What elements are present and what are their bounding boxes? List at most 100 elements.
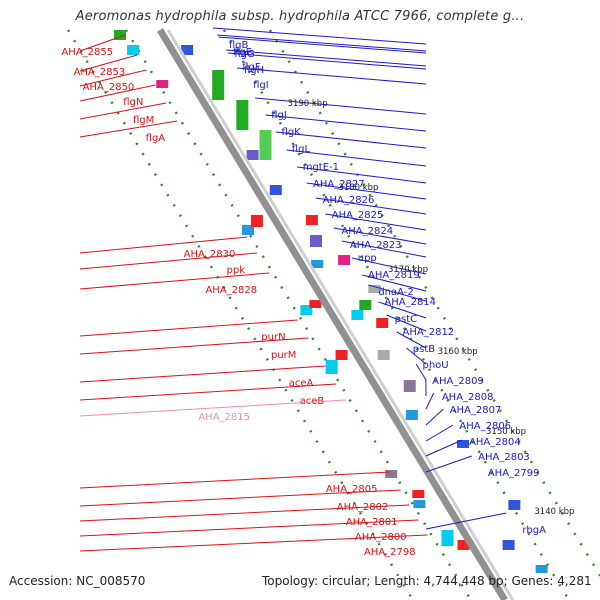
- feature-block-20[interactable]: [457, 440, 470, 448]
- gene-label-aceb[interactable]: aceB: [300, 396, 325, 407]
- feature-block-25[interactable]: [385, 470, 398, 478]
- feature-block-34[interactable]: [250, 215, 263, 227]
- forward-leader-0: [212, 27, 427, 45]
- feature-block-3[interactable]: [181, 45, 194, 55]
- gene-label-aha-2815[interactable]: AHA_2815: [198, 412, 250, 423]
- feature-block-13[interactable]: [368, 285, 381, 293]
- feature-block-32[interactable]: [535, 565, 548, 573]
- gene-label-aha-2828[interactable]: AHA_2828: [205, 285, 257, 296]
- feature-block-22[interactable]: [335, 350, 348, 360]
- gene-label-acea[interactable]: aceA: [289, 378, 314, 389]
- gene-label-aha-2803[interactable]: AHA_2803: [478, 452, 530, 463]
- feature-block-8[interactable]: [269, 185, 282, 195]
- feature-block-26[interactable]: [412, 490, 425, 498]
- gene-label-flgb[interactable]: flgB: [229, 40, 249, 51]
- forward-leader-28: [425, 439, 463, 457]
- feature-block-18[interactable]: [403, 380, 416, 392]
- gene-label-upp[interactable]: upp: [358, 253, 377, 264]
- feature-block-10[interactable]: [310, 235, 323, 247]
- feature-block-0[interactable]: [114, 30, 126, 40]
- gene-label-flgk[interactable]: flgK: [282, 127, 302, 138]
- ruler-mark-4: 3150 kbp: [486, 427, 526, 437]
- gene-label-aha-2806[interactable]: AHA_2806: [459, 421, 511, 432]
- gene-label-flgf[interactable]: flgF: [242, 62, 261, 73]
- gene-label-phou[interactable]: phoU: [422, 360, 448, 371]
- gene-label-aha-2850[interactable]: AHA_2850: [83, 82, 135, 93]
- gene-label-aha-2814[interactable]: AHA_2814: [384, 297, 436, 308]
- gene-label-purn[interactable]: purN: [261, 332, 285, 343]
- feature-block-31[interactable]: [502, 540, 515, 550]
- feature-block-17[interactable]: [377, 350, 390, 360]
- reverse-leader-5: [79, 120, 178, 138]
- reverse-leader-17: [79, 534, 428, 552]
- gene-label-flgm[interactable]: flgM: [133, 115, 154, 126]
- feature-block-2[interactable]: [156, 80, 169, 88]
- gene-label-flge[interactable]: flgE: [233, 47, 252, 58]
- gene-label-aha-2804[interactable]: AHA_2804: [469, 437, 521, 448]
- gene-label-aha-2827[interactable]: AHA_2827: [313, 179, 365, 190]
- gene-label-flgi[interactable]: flgI: [253, 80, 269, 91]
- feature-block-9[interactable]: [305, 215, 318, 225]
- gene-label-aha-2798[interactable]: AHA_2798: [364, 547, 416, 558]
- gene-label-aha-2819[interactable]: AHA_2819: [368, 270, 420, 281]
- forward-leader-9: [286, 149, 427, 167]
- feature-block-1[interactable]: [127, 45, 140, 55]
- ruler-mark-1: 3180 kbp: [338, 183, 378, 193]
- feature-block-7[interactable]: [246, 150, 259, 160]
- forward-leader-15: [341, 240, 427, 258]
- forward-leader-11: [306, 182, 427, 200]
- feature-block-30[interactable]: [508, 500, 521, 510]
- gene-label-pstb[interactable]: pstB: [413, 344, 435, 355]
- reverse-leader-2: [79, 69, 147, 87]
- gene-label-aha-2805[interactable]: AHA_2805: [326, 484, 378, 495]
- gene-label-aha-2853[interactable]: AHA_2853: [74, 67, 126, 78]
- faded-leader-0: [79, 399, 346, 417]
- forward-leader-1: [217, 34, 427, 52]
- feature-block-27[interactable]: [441, 530, 454, 546]
- forward-leader-7: [265, 114, 427, 132]
- gene-label-aha-2799[interactable]: AHA_2799: [488, 468, 540, 479]
- gene-label-aha-2824[interactable]: AHA_2824: [341, 226, 393, 237]
- reverse-leader-14: [79, 489, 401, 507]
- feature-block-24[interactable]: [309, 300, 322, 308]
- reverse-leader-15: [79, 504, 410, 522]
- gene-label-aha-2823[interactable]: AHA_2823: [350, 240, 402, 251]
- reverse-leader-9: [79, 319, 298, 337]
- feature-block-4[interactable]: [212, 70, 225, 100]
- feature-block-29[interactable]: [413, 500, 426, 508]
- feature-block-15[interactable]: [351, 310, 364, 320]
- reverse-leader-6: [79, 236, 248, 254]
- feature-block-12[interactable]: [311, 260, 324, 268]
- gene-label-rbga[interactable]: rbgA: [522, 525, 546, 536]
- gene-label-aha-2830[interactable]: AHA_2830: [184, 249, 236, 260]
- feature-block-28[interactable]: [457, 540, 470, 550]
- gene-label-flgl[interactable]: flgL: [292, 144, 311, 155]
- feature-block-6[interactable]: [259, 130, 272, 160]
- gene-label-pstc[interactable]: pstC: [395, 314, 417, 325]
- gene-label-mgte-1[interactable]: mgtE-1: [303, 162, 339, 173]
- feature-block-11[interactable]: [338, 255, 351, 265]
- gene-label-aha-2826[interactable]: AHA_2826: [323, 195, 375, 206]
- gene-label-flgj[interactable]: flgJ: [271, 110, 287, 121]
- gene-label-aha-2812[interactable]: AHA_2812: [403, 327, 455, 338]
- feature-block-14[interactable]: [359, 300, 372, 310]
- gene-label-aha-2807[interactable]: AHA_2807: [450, 405, 502, 416]
- forward-leader-21: [396, 331, 427, 349]
- feature-block-23[interactable]: [300, 305, 313, 315]
- feature-block-21[interactable]: [325, 360, 338, 374]
- forward-leader-4: [227, 52, 427, 70]
- gene-label-aha-2808[interactable]: AHA_2808: [442, 392, 494, 403]
- gene-label-ppk[interactable]: ppk: [227, 265, 246, 276]
- gene-label-flga[interactable]: flgA: [146, 133, 166, 144]
- gene-label-flgh[interactable]: flgH: [244, 65, 264, 76]
- feature-block-16[interactable]: [376, 318, 389, 328]
- gene-label-aha-2809[interactable]: AHA_2809: [432, 376, 484, 387]
- feature-block-5[interactable]: [236, 100, 249, 130]
- gene-label-aha-2855[interactable]: AHA_2855: [61, 47, 113, 58]
- gene-label-aha-2825[interactable]: AHA_2825: [332, 210, 384, 221]
- gene-label-flgn[interactable]: flgN: [123, 97, 143, 108]
- feature-block-33[interactable]: [241, 225, 254, 235]
- gene-label-purm[interactable]: purM: [271, 350, 296, 361]
- feature-block-19[interactable]: [405, 410, 418, 420]
